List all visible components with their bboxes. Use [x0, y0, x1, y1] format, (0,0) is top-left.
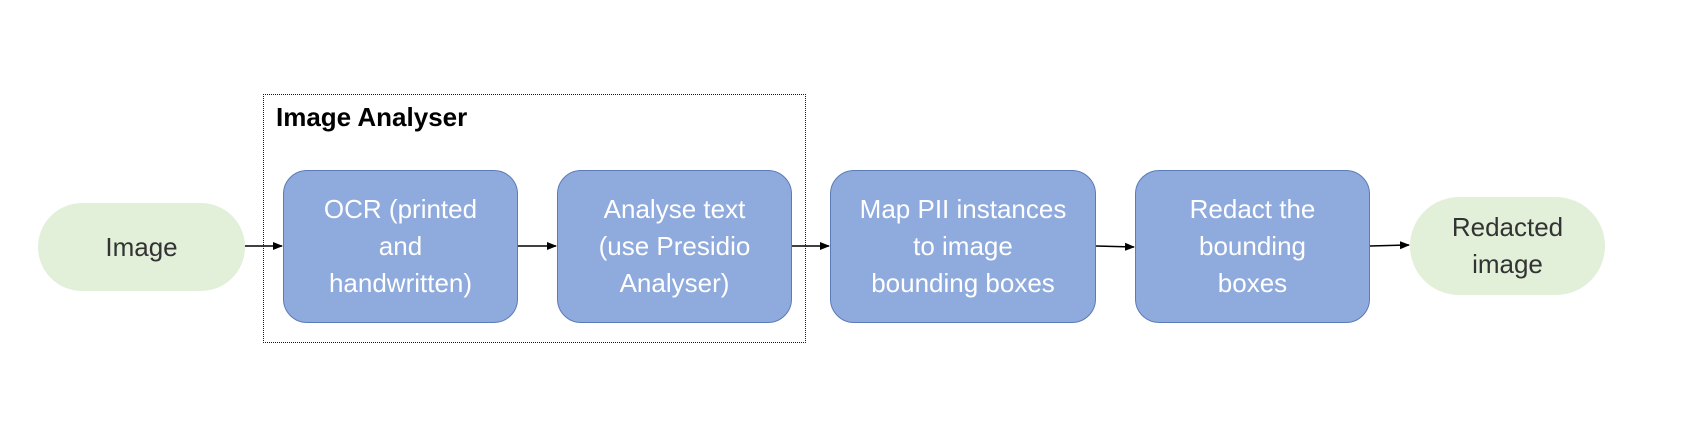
image-node: Image [38, 203, 245, 291]
image-analyser-title: Image Analyser [276, 102, 468, 132]
arrow-map-to-redact [1095, 242, 1135, 251]
redacted-image-node: Redacted image [1410, 197, 1605, 295]
map-pii-node: Map PII instances to image bounding boxe… [830, 170, 1096, 323]
redact-boxes-node: Redact the bounding boxes [1135, 170, 1370, 323]
ocr-node: OCR (printed and handwritten) [283, 170, 518, 323]
analyse-text-node: Analyse text (use Presidio Analyser) [557, 170, 792, 323]
image-analyser-group [263, 94, 806, 343]
arrow-redact-to-redacted [1369, 241, 1410, 250]
